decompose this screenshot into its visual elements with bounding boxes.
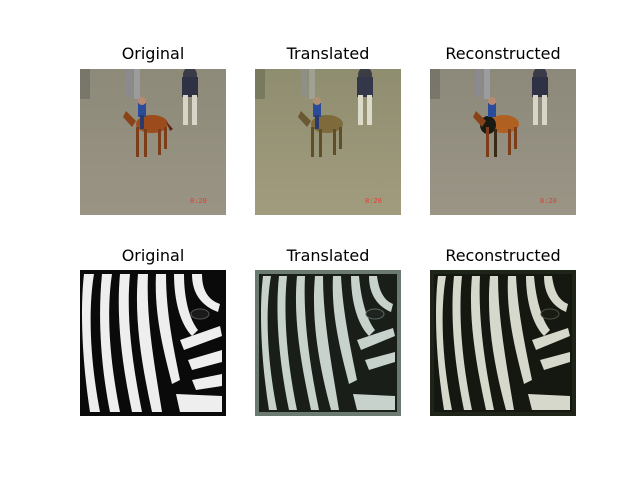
panel-title-translated-zebra: Translated	[286, 246, 370, 265]
image-original-zebra	[80, 270, 226, 416]
panel-title-translated-horse: Translated	[286, 44, 370, 63]
zebra-scene-translated	[255, 270, 401, 416]
svg-text:8:20: 8:20	[365, 197, 382, 205]
panel-title-original-horse: Original	[121, 44, 185, 63]
zebra-scene-reconstructed	[430, 270, 576, 416]
image-original-horse: 8:20	[80, 69, 226, 215]
panel-title-original-zebra: Original	[121, 246, 185, 265]
horse-scene-original: 8:20	[80, 69, 226, 215]
image-translated-zebra	[255, 270, 401, 416]
image-translated-horse: 8:20	[255, 69, 401, 215]
panel-title-reconstructed-zebra: Reconstructed	[445, 246, 561, 265]
image-reconstructed-horse: 8:20	[430, 69, 576, 215]
horse-scene-translated: 8:20	[255, 69, 401, 215]
zebra-scene-original	[80, 270, 226, 416]
image-reconstructed-zebra	[430, 270, 576, 416]
horse-scene-reconstructed: 8:20	[430, 69, 576, 215]
panel-title-reconstructed-horse: Reconstructed	[445, 44, 561, 63]
svg-text:8:20: 8:20	[540, 197, 557, 205]
svg-text:8:20: 8:20	[190, 197, 207, 205]
